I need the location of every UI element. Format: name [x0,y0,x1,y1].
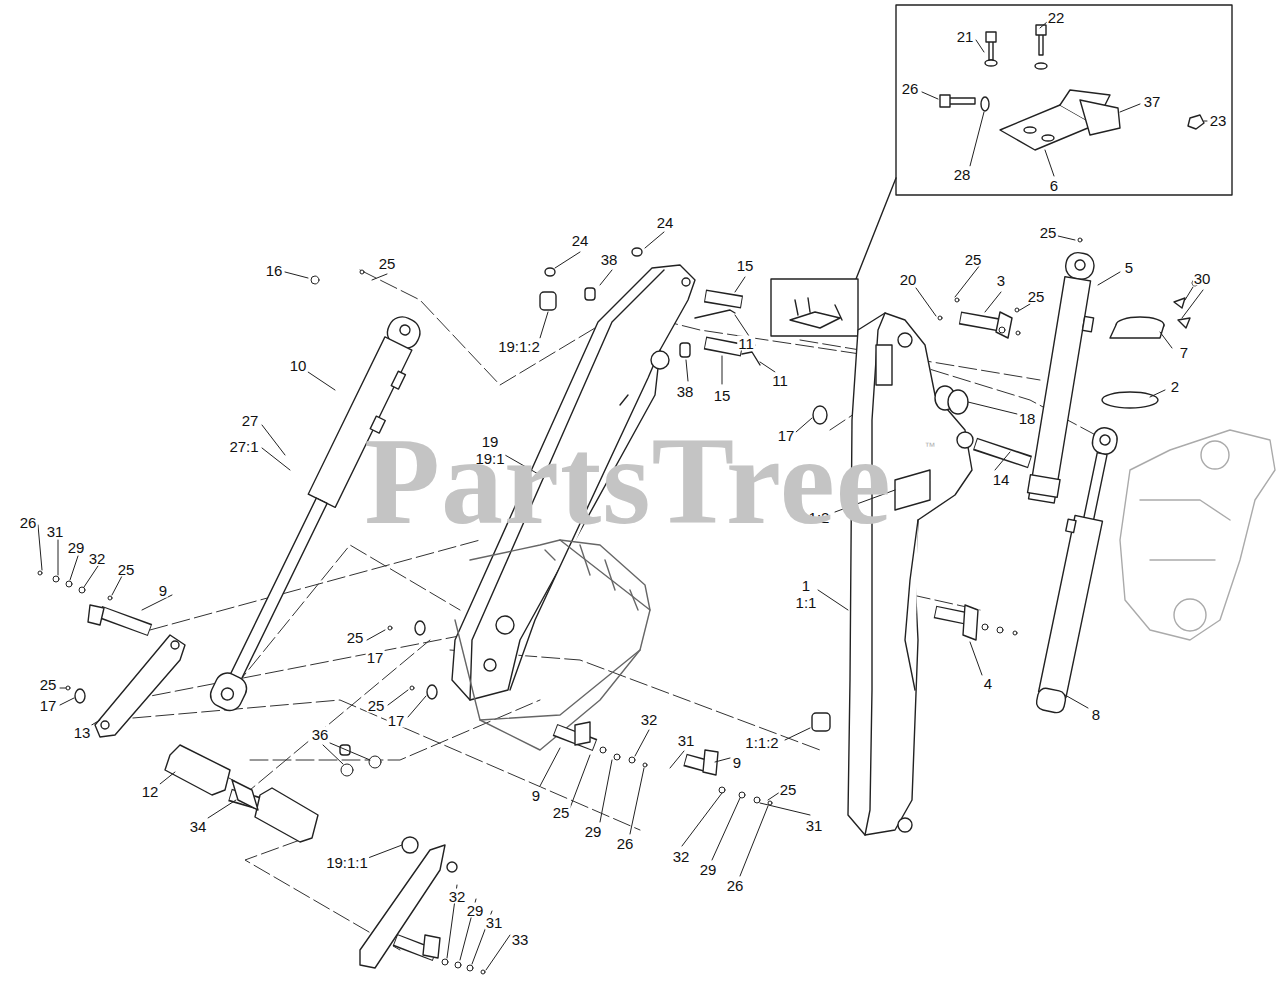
callout-number: 23 [1209,113,1228,128]
callout-number: 36 [311,727,330,742]
callout-number: 3 [996,273,1006,288]
callout-number: 4 [983,676,993,691]
callout-number: 7 [1179,345,1189,360]
callout-number: 2 [1170,379,1180,394]
callout-number: 28 [953,167,972,182]
callout-number: 10 [289,358,308,373]
callout-number: 14 [992,472,1011,487]
callout-number: 37 [1143,94,1162,109]
callout-number: 26 [901,81,920,96]
callout-number: 31 [46,524,65,539]
callout-number: 8 [1091,707,1101,722]
callout-number: 18 [1018,411,1037,426]
callout-number: 25 [1039,225,1058,240]
callout-number: 24 [656,215,675,230]
callout-number: 26 [19,515,38,530]
callout-number: 25 [117,562,136,577]
callout-number: 25 [39,677,58,692]
callout-number: 25 [964,252,983,267]
callout-number: 9 [531,788,541,803]
callout-number: 21 [956,29,975,44]
callout-number: 6 [1049,178,1059,193]
callout-number: 9 [732,755,742,770]
callout-number: 25 [346,630,365,645]
callout-number: 1 [801,578,811,593]
callout-number: 11 [771,373,789,388]
callout-number: 17 [387,713,406,728]
trademark-mark: ™ [924,441,937,452]
callout-number: 27:1 [228,439,259,454]
callout-number: 32 [640,712,659,727]
watermark: PartsTree [363,420,893,544]
callout-number: 31 [677,733,696,748]
callout-number: 31 [805,818,824,833]
callout-number: 29 [466,903,485,918]
callout-number: 5 [1124,260,1134,275]
callout-number: 12 [141,784,160,799]
callout-number: 29 [699,862,718,877]
callout-number: 22 [1047,10,1066,25]
callout-number: 19:1:2 [497,339,541,354]
callout-number: 26 [726,878,745,893]
callout-number: 26 [616,836,635,851]
callout-number: 30 [1193,271,1212,286]
callout-number: 32 [88,551,107,566]
callout-number: 25 [378,256,397,271]
callout-number: 25 [1027,289,1046,304]
callout-number: 1:1 [795,595,818,610]
callout-number: 32 [448,889,467,904]
callout-number: 32 [672,849,691,864]
callout-number: 25 [552,805,571,820]
callout-number: 25 [367,698,386,713]
callout-number: 20 [899,272,918,287]
callout-number: 13 [73,725,92,740]
callout-number: 15 [713,388,732,403]
callout-number: 29 [67,540,86,555]
callout-number: 29 [584,824,603,839]
callout-number: 15 [736,258,755,273]
callout-number: 24 [571,233,590,248]
callout-number: 11 [737,336,755,351]
callout-number: 31 [485,915,504,930]
callout-number: 38 [676,384,695,399]
callout-number: 33 [511,932,530,947]
callout-number: 25 [779,782,798,797]
callout-number: 17 [39,698,58,713]
callout-number: 16 [265,263,284,278]
callout-number: 34 [189,819,208,834]
callout-number: 27 [241,413,260,428]
callout-number: 17 [366,650,385,665]
callout-number: 19:1:1 [325,855,369,870]
callout-number: 38 [600,252,619,267]
callout-number: 9 [158,583,168,598]
callout-number: 1:1:2 [744,735,779,750]
